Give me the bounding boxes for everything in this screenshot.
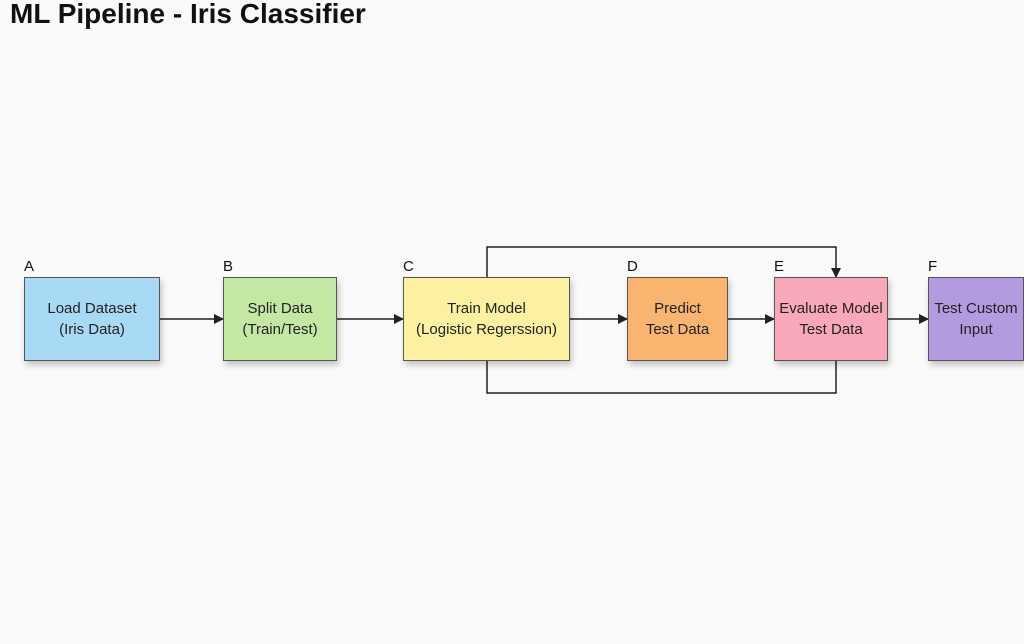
node-test-custom-input[interactable]: Test Custom Input	[928, 277, 1024, 361]
node-test-custom-input-line2: Input	[959, 321, 993, 338]
node-train-model-line2: (Logistic Regerssion)	[416, 321, 557, 338]
node-load-dataset[interactable]: Load Dataset (Iris Data)	[24, 277, 160, 361]
node-split-data[interactable]: Split Data (Train/Test)	[223, 277, 337, 361]
edge-c-e-top	[486, 246, 841, 278]
node-predict-line2: Test Data	[645, 321, 710, 338]
node-evaluate-model-line2: Test Data	[799, 321, 863, 338]
node-evaluate-model-line1: Evaluate Model	[779, 300, 883, 317]
diagram-title: ML Pipeline - Iris Classifier	[10, 0, 366, 29]
edge-e-c-bottom	[486, 361, 837, 394]
node-evaluate-model[interactable]: Evaluate Model Test Data	[774, 277, 888, 361]
node-a-letter: A	[24, 258, 35, 275]
node-load-dataset-line1: Load Dataset	[47, 300, 137, 317]
node-split-data-line1: Split Data	[247, 300, 313, 317]
node-e-letter: E	[774, 258, 785, 275]
node-test-custom-input-line1: Test Custom	[934, 300, 1018, 317]
node-c-letter: C	[403, 258, 414, 275]
node-train-model-line1: Train Model	[447, 300, 526, 317]
node-load-dataset-line2: (Iris Data)	[59, 321, 125, 338]
node-f-letter: F	[928, 258, 938, 275]
node-predict[interactable]: Predict Test Data	[627, 277, 728, 361]
node-split-data-line2: (Train/Test)	[242, 321, 318, 338]
node-d-letter: D	[627, 258, 638, 275]
node-b-letter: B	[223, 258, 234, 275]
node-train-model[interactable]: Train Model (Logistic Regerssion)	[403, 277, 570, 361]
node-predict-line1: Predict	[654, 300, 701, 317]
